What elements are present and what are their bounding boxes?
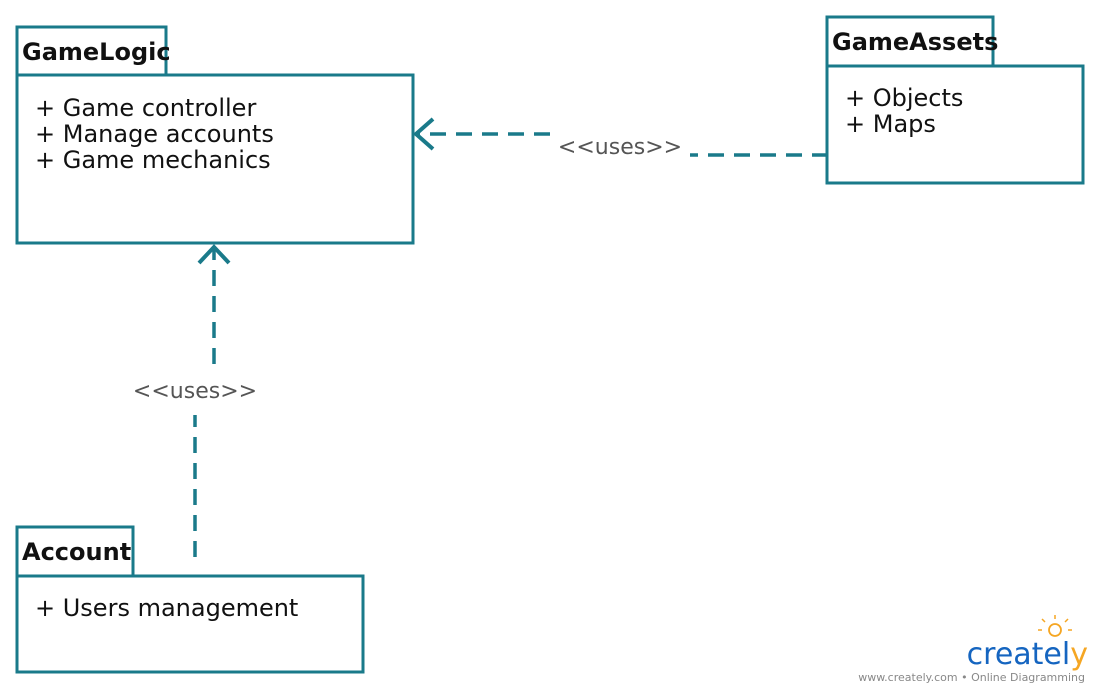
package-account-name: Account <box>22 538 131 566</box>
package-gameassets-item: + Objects <box>845 84 963 112</box>
package-gameassets-item: + Maps <box>845 110 936 138</box>
package-gameassets[interactable]: GameAssets + Objects + Maps <box>825 15 1085 185</box>
open-arrowhead-icon <box>412 117 435 151</box>
package-gamelogic-item: + Game controller <box>35 94 256 122</box>
dependency-gameassets-to-gamelogic[interactable]: <<uses>> <box>412 117 828 160</box>
package-gameassets-body <box>825 64 1085 185</box>
package-gamelogic-item: + Game mechanics <box>35 146 271 174</box>
creately-logo: creately <box>967 637 1088 672</box>
creately-logo-text: createl <box>967 637 1071 672</box>
package-account[interactable]: Account + Users management <box>15 525 365 674</box>
creately-watermark[interactable]: creately www.creately.com • Online Diagr… <box>858 615 1088 684</box>
creately-logo-accent: y <box>1070 637 1088 672</box>
package-gamelogic[interactable]: GameLogic + Game controller + Manage acc… <box>15 25 415 245</box>
package-gamelogic-name: GameLogic <box>22 38 171 66</box>
dependency-account-to-gamelogic[interactable]: <<uses>> <box>133 244 257 557</box>
open-arrowhead-icon <box>197 244 231 265</box>
lightbulb-icon <box>1038 615 1072 637</box>
dependency-stereotype-label: <<uses>> <box>133 379 257 404</box>
package-account-body <box>15 574 365 674</box>
creately-caption: www.creately.com • Online Diagramming <box>858 671 1085 684</box>
package-gamelogic-body <box>15 73 415 245</box>
package-gameassets-name: GameAssets <box>832 28 998 56</box>
package-account-item: + Users management <box>35 594 298 622</box>
package-gamelogic-item: + Manage accounts <box>35 120 274 148</box>
dependency-stereotype-label: <<uses>> <box>558 135 682 160</box>
